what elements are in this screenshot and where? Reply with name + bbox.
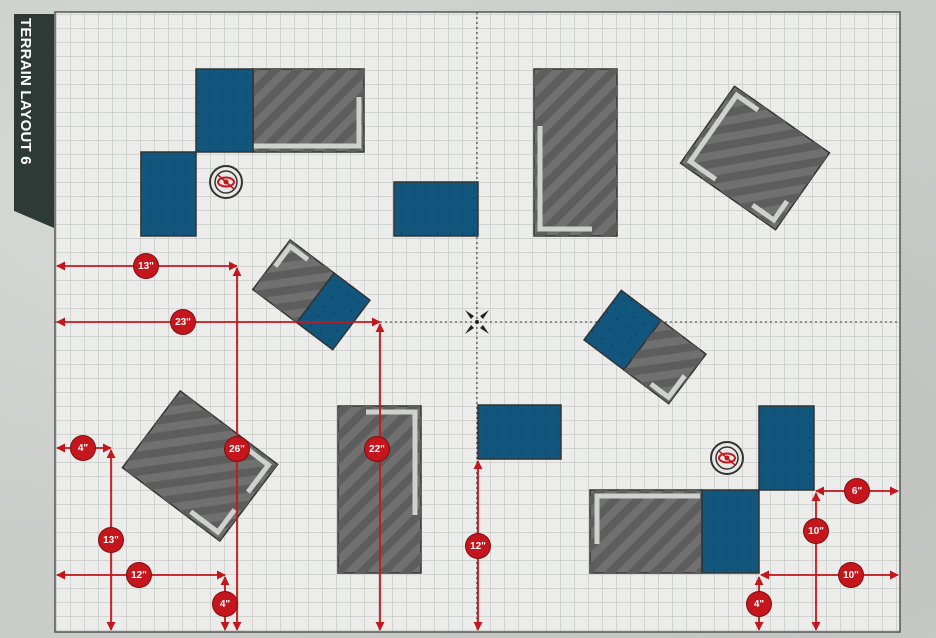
measurement-badge: 6" bbox=[845, 479, 869, 503]
measurement-badge: 23" bbox=[171, 310, 195, 334]
title-tab bbox=[14, 14, 54, 228]
ruin-top-left bbox=[140, 68, 365, 237]
center-crosshair-icon bbox=[465, 310, 489, 334]
ruin-bottom-right bbox=[589, 405, 815, 574]
measurement-badge: 4" bbox=[213, 592, 237, 616]
measurement-badge: 10" bbox=[839, 563, 863, 587]
measurement-badge: 12" bbox=[466, 534, 490, 558]
measurement-badge: 26" bbox=[225, 437, 249, 461]
measurement-badge: 22" bbox=[365, 437, 389, 461]
blue-area-bottom-center bbox=[477, 404, 562, 460]
measurement-badge: 10" bbox=[804, 519, 828, 543]
measurement-badge: 4" bbox=[747, 592, 771, 616]
page-title: TERRAIN LAYOUT 6 bbox=[17, 18, 34, 165]
ruin-mid-right bbox=[582, 289, 708, 405]
objective-eye-icon bbox=[710, 441, 744, 475]
measurement-badge: 4" bbox=[71, 436, 95, 460]
blue-area-top-center bbox=[393, 181, 479, 237]
ruin-mid-left bbox=[251, 238, 372, 351]
ruin-top-center-right bbox=[533, 68, 618, 237]
measurement-badge: 13" bbox=[99, 528, 123, 552]
measurement-badge: 12" bbox=[127, 563, 151, 587]
measurement-badge: 13" bbox=[134, 254, 158, 278]
objective-eye-icon bbox=[209, 165, 243, 199]
ruin-top-right bbox=[679, 85, 831, 231]
